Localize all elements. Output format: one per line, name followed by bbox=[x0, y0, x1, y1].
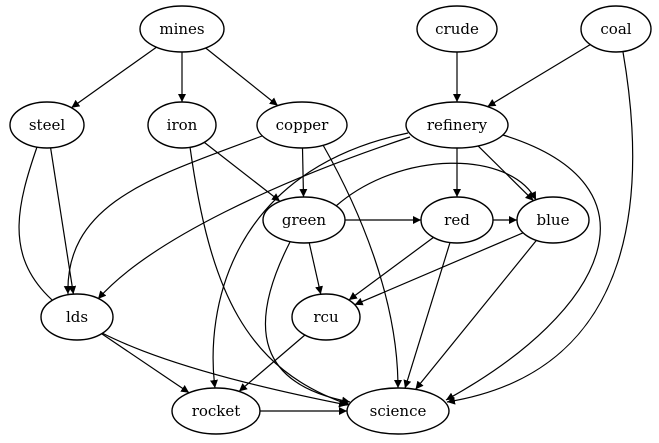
edge-green-to-rcu bbox=[308, 242, 323, 295]
node-label-science: science bbox=[370, 402, 427, 420]
edge-steel-to-science bbox=[18, 146, 348, 408]
edge-copper-to-green bbox=[299, 147, 308, 198]
node-shape-mines bbox=[139, 5, 225, 53]
node-steel[interactable]: steel bbox=[9, 101, 85, 149]
edge-iron-to-science bbox=[189, 146, 351, 407]
node-shape-blue bbox=[516, 196, 590, 244]
node-iron[interactable]: iron bbox=[147, 101, 217, 149]
node-mines[interactable]: mines bbox=[139, 5, 225, 53]
edge-red-to-science bbox=[403, 242, 451, 389]
edge-blue-to-science bbox=[415, 240, 537, 390]
edge-copper-to-science bbox=[322, 144, 402, 389]
node-blue[interactable]: blue bbox=[516, 196, 590, 244]
edge-copper-to-lds bbox=[63, 135, 263, 295]
edge-green-to-science bbox=[264, 241, 351, 405]
node-shape-rocket bbox=[171, 387, 261, 435]
edge-refinery-to-rocket bbox=[210, 132, 409, 389]
node-rocket[interactable]: rocket bbox=[171, 387, 261, 435]
node-red[interactable]: red bbox=[420, 196, 494, 244]
edge-refinery-to-lds bbox=[97, 136, 411, 300]
node-shape-lds bbox=[40, 293, 114, 341]
node-shape-science bbox=[346, 387, 450, 435]
node-label-steel: steel bbox=[29, 116, 65, 134]
node-rcu[interactable]: rcu bbox=[291, 293, 361, 341]
node-label-copper: copper bbox=[276, 116, 330, 134]
node-crude[interactable]: crude bbox=[416, 5, 498, 53]
node-label-rcu: rcu bbox=[313, 308, 339, 326]
edges-layer bbox=[18, 44, 634, 415]
node-shape-refinery bbox=[405, 101, 509, 149]
edge-steel-to-lds bbox=[50, 147, 77, 295]
edge-refinery-to-science bbox=[445, 134, 601, 401]
node-label-crude: crude bbox=[435, 20, 479, 38]
edge-coal-to-refinery bbox=[487, 44, 591, 108]
node-green[interactable]: green bbox=[262, 196, 346, 244]
node-science[interactable]: science bbox=[346, 387, 450, 435]
node-label-green: green bbox=[282, 211, 327, 229]
node-label-refinery: refinery bbox=[427, 116, 488, 134]
node-label-lds: lds bbox=[66, 308, 88, 326]
node-label-mines: mines bbox=[159, 20, 204, 38]
node-label-red: red bbox=[444, 211, 470, 229]
node-label-blue: blue bbox=[537, 211, 570, 229]
node-shape-red bbox=[420, 196, 494, 244]
node-shape-steel bbox=[9, 101, 85, 149]
node-shape-coal bbox=[580, 5, 652, 53]
edge-rcu-to-rocket bbox=[238, 334, 306, 392]
node-label-coal: coal bbox=[600, 20, 631, 38]
node-label-rocket: rocket bbox=[192, 402, 241, 420]
node-refinery[interactable]: refinery bbox=[405, 101, 509, 149]
node-label-iron: iron bbox=[167, 116, 198, 134]
node-copper[interactable]: copper bbox=[256, 101, 348, 149]
edge-red-to-rcu bbox=[348, 236, 434, 301]
edge-coal-to-science bbox=[446, 51, 634, 405]
node-lds[interactable]: lds bbox=[40, 293, 114, 341]
edge-mines-to-steel bbox=[71, 46, 157, 109]
edge-mines-to-copper bbox=[205, 47, 279, 107]
nodes-layer: mines crude coal steel iron copper refinery gre… bbox=[9, 5, 652, 435]
node-shape-rcu bbox=[291, 293, 361, 341]
node-shape-copper bbox=[256, 101, 348, 149]
edge-blue-to-rcu bbox=[354, 232, 524, 306]
node-shape-iron bbox=[147, 101, 217, 149]
edge-green-to-blue bbox=[335, 162, 537, 207]
edge-lds-to-rocket bbox=[101, 333, 190, 394]
node-shape-green bbox=[262, 196, 346, 244]
node-shape-crude bbox=[416, 5, 498, 53]
edge-iron-to-green bbox=[203, 141, 281, 202]
node-coal[interactable]: coal bbox=[580, 5, 652, 53]
